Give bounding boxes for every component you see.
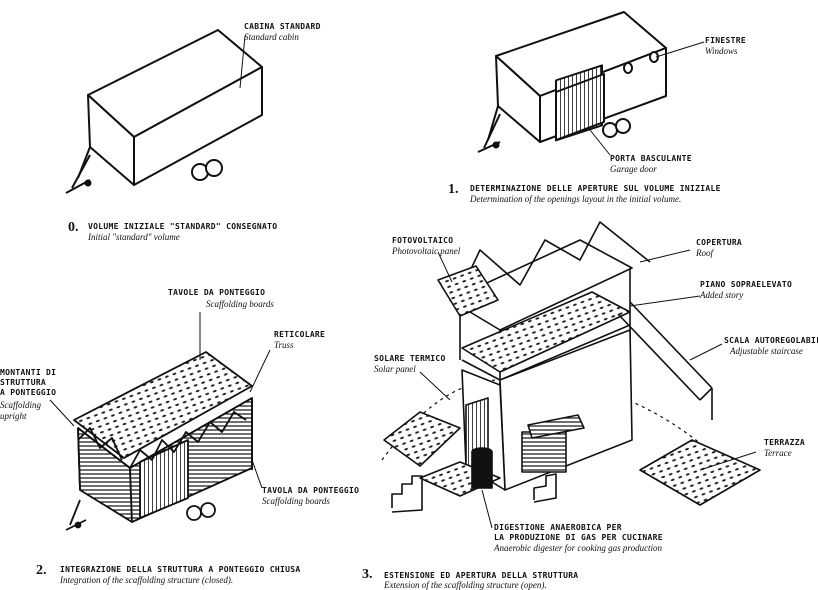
label-finestre: Finestre bbox=[705, 36, 746, 45]
label-garage-door: Garage door bbox=[610, 164, 657, 174]
label-photovoltaic-panel: Photovoltaic panel bbox=[392, 246, 461, 256]
label-windows: Windows bbox=[705, 46, 738, 56]
label-reticolare: Reticolare bbox=[274, 330, 326, 339]
label-digestione-anaerobica: Digestione anaerobica per la produzione … bbox=[494, 523, 663, 542]
label-terrazza: Terrazza bbox=[764, 438, 805, 447]
label-terrace: Terrace bbox=[764, 448, 792, 458]
step2-number: 2. bbox=[36, 563, 47, 578]
step3-extended-drawing bbox=[381, 221, 761, 529]
label-truss: Truss bbox=[274, 340, 294, 350]
label-cabina-standard: Cabina standard bbox=[244, 22, 321, 31]
label-standard-cabin: Standard cabin bbox=[244, 32, 299, 42]
label-adjustable-staircase: Adjustable staircase bbox=[730, 346, 803, 356]
label-scaffolding-boards-top: Scaffolding boards bbox=[206, 299, 274, 309]
step1-title: Determinazione delle aperture sul volume… bbox=[470, 184, 721, 193]
step1-number: 1. bbox=[448, 182, 459, 197]
label-scaffolding-boards-bottom: Scaffolding boards bbox=[262, 496, 330, 506]
step3-title: Estensione ed apertura della struttura bbox=[384, 571, 579, 580]
label-scala-autoregolabile: Scala autoregolabile bbox=[724, 336, 818, 345]
step1-subtitle: Determination of the openings layout in … bbox=[470, 194, 682, 204]
step2-subtitle: Integration of the scaffolding structure… bbox=[60, 575, 234, 585]
label-solar-panel: Solar panel bbox=[374, 364, 416, 374]
label-porta-basculante: Porta basculante bbox=[610, 154, 692, 163]
step0-title: Volume iniziale "standard" consegnato bbox=[88, 222, 278, 231]
step2-scaffold-drawing bbox=[49, 312, 271, 531]
label-roof: Roof bbox=[696, 248, 713, 258]
step3-subtitle: Extension of the scaffolding structure (… bbox=[384, 580, 547, 590]
step1-cabin-drawing bbox=[477, 11, 705, 156]
label-copertura: Copertura bbox=[696, 238, 743, 247]
step3-number: 3. bbox=[362, 567, 373, 582]
label-fotovoltaico: Fotovoltaico bbox=[392, 236, 454, 245]
label-montanti: Montanti di struttura a ponteggio bbox=[0, 368, 57, 397]
label-tavole-da-ponteggio: Tavole da ponteggio bbox=[168, 288, 266, 297]
label-tavola-da-ponteggio: Tavola da ponteggio bbox=[262, 486, 360, 495]
label-added-story: Added story bbox=[700, 290, 744, 300]
label-solare-termico: Solare termico bbox=[374, 354, 446, 363]
step0-subtitle: Initial "standard" volume bbox=[88, 232, 180, 242]
label-anaerobic-digester: Anaerobic digester for cooking gas produ… bbox=[494, 543, 663, 553]
step0-cabin-drawing bbox=[65, 29, 263, 194]
step0-number: 0. bbox=[68, 220, 79, 235]
label-piano-sopraelevato: Piano sopraelevato bbox=[700, 280, 793, 289]
step2-title: Integrazione della struttura a ponteggio… bbox=[60, 565, 301, 574]
label-scaffolding-upright: Scaffolding upright bbox=[0, 400, 41, 421]
